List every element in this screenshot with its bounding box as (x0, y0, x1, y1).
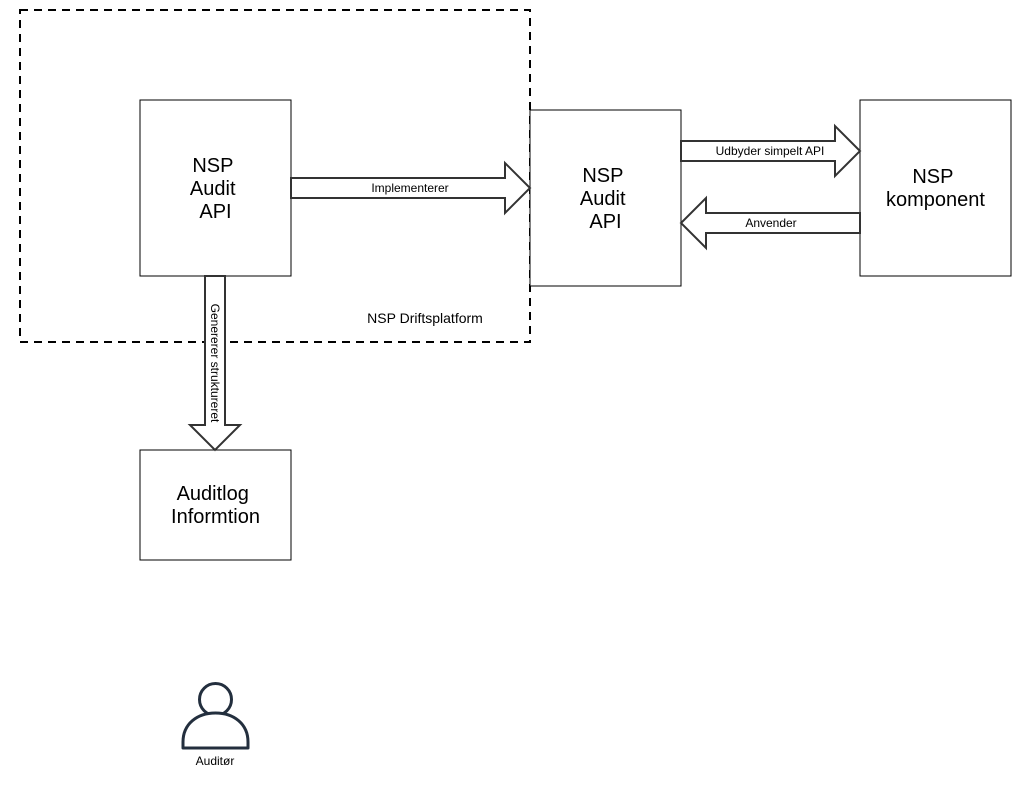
outer-api-line-2: Audit (580, 188, 626, 210)
outer-api-box[interactable]: NSP Audit API (529, 109, 682, 287)
generates-arrow[interactable]: Genererer struktureret (187, 275, 243, 452)
implements-label: Implementerer (371, 181, 448, 195)
uses-arrow[interactable]: Anvender (679, 195, 861, 251)
provides-label: Udbyder simpelt API (716, 144, 825, 158)
generates-label: Genererer struktureret (208, 304, 222, 423)
outer-api-line-1: NSP (582, 165, 623, 187)
svg-text:NSP Audit API: NSP Audit API (190, 155, 241, 223)
svg-text:NSP komponent: NSP komponent (886, 166, 985, 211)
svg-text:Auditlog Informtion: Auditlog Informtion (171, 483, 260, 528)
platform-label: NSP Driftsplatform (367, 310, 483, 326)
component-box[interactable]: NSP komponent (859, 99, 1012, 277)
actor-label: Auditør (196, 754, 235, 768)
person-icon[interactable] (181, 682, 250, 750)
uses-label: Anvender (745, 216, 796, 230)
component-line-1: NSP (912, 166, 953, 188)
svg-text:NSP Audit API: NSP Audit API (580, 165, 631, 233)
provides-arrow[interactable]: Udbyder simpelt API (680, 123, 862, 179)
inner-api-line-2: Audit (190, 178, 236, 200)
auditlog-line-2: Informtion (171, 506, 260, 528)
inner-api-line-1: NSP (192, 155, 233, 177)
outer-api-line-3: API (589, 211, 621, 233)
implements-arrow[interactable]: Implementerer (290, 160, 532, 216)
inner-api-line-3: API (199, 201, 231, 223)
inner-api-box[interactable]: NSP Audit API (139, 99, 292, 277)
component-line-2: komponent (886, 189, 985, 211)
auditlog-line-1: Auditlog (177, 483, 249, 505)
auditlog-box[interactable]: Auditlog Informtion (139, 449, 292, 561)
